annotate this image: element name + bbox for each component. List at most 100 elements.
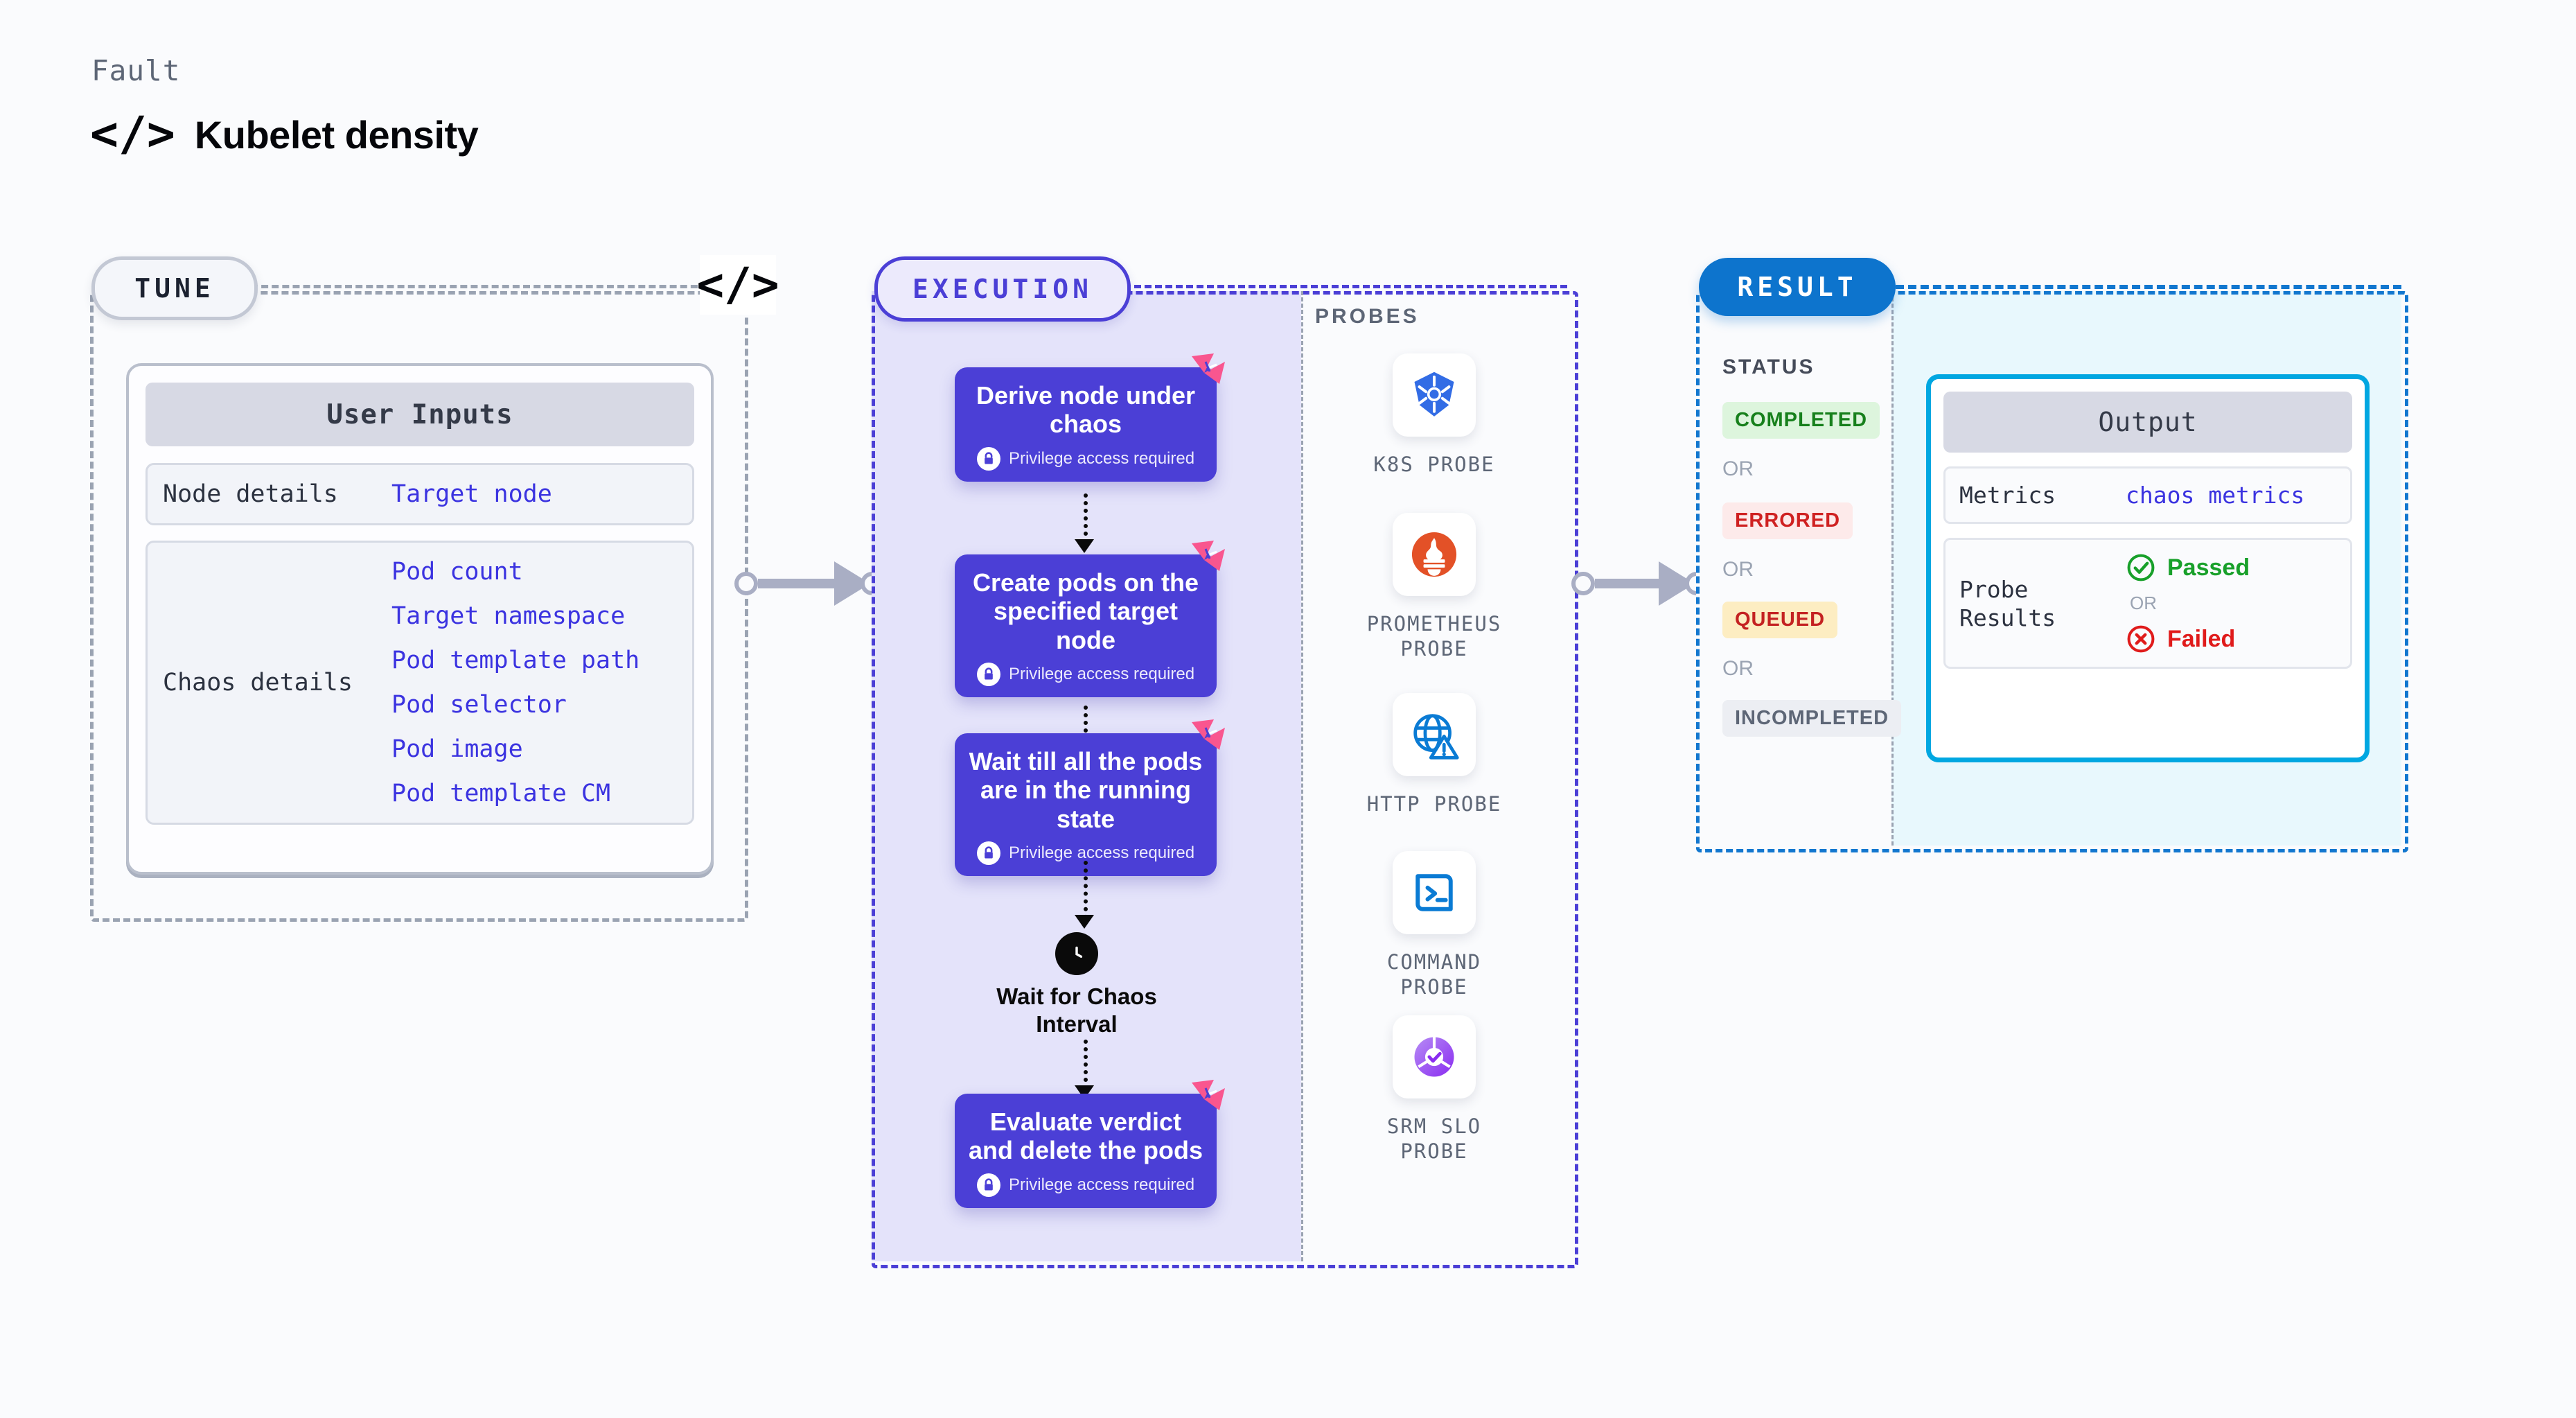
- status-badge-queued: QUEUED: [1722, 602, 1838, 638]
- lock-icon: [976, 841, 1000, 866]
- fault-eyebrow-label: Fault: [91, 54, 181, 87]
- probe-k8s[interactable]: K8S PROBE: [1355, 353, 1514, 477]
- privilege-note: Privilege access required: [966, 446, 1206, 471]
- result-pill-badge[interactable]: RESULT: [1699, 258, 1896, 316]
- node-details-values: Target node: [391, 480, 552, 508]
- probe-label: K8S PROBE: [1373, 453, 1495, 476]
- terminal-icon: [1393, 851, 1476, 934]
- harness-badge-icon: [1192, 1080, 1225, 1110]
- output-header: Output: [1943, 392, 2352, 453]
- input-pod-template-cm[interactable]: Pod template CM: [391, 780, 611, 807]
- chaos-details-label: Chaos details: [163, 669, 353, 697]
- clock-icon: [1055, 932, 1098, 975]
- probe-result-or: OR: [2130, 593, 2157, 614]
- input-pod-image[interactable]: Pod image: [391, 735, 523, 763]
- probe-label: SRM SLO PROBE: [1386, 1114, 1482, 1164]
- execution-connector-line: [1124, 285, 1567, 288]
- execution-region: [872, 291, 1578, 1268]
- status-badge-incompleted: INCOMPLETED: [1722, 700, 1902, 737]
- probe-label: HTTP PROBE: [1366, 792, 1502, 816]
- privilege-text: Privilege access required: [1008, 448, 1195, 468]
- failed-label: Failed: [2167, 625, 2236, 652]
- user-inputs-title: User Inputs: [326, 399, 513, 430]
- tune-connector-line: [251, 285, 708, 288]
- probe-label: COMMAND PROBE: [1386, 950, 1482, 999]
- prometheus-icon: [1393, 513, 1476, 596]
- probe-results-values: Passed OR Failed: [2126, 552, 2250, 654]
- lock-icon: [976, 446, 1000, 471]
- probe-results-label: Probe Results: [1959, 575, 2056, 631]
- execution-node-create-pods[interactable]: Create pods on the specified target node…: [955, 541, 1225, 698]
- lock-icon: [976, 663, 1000, 687]
- probes-section-title: PROBES: [1315, 305, 1420, 328]
- http-globe-icon: [1393, 693, 1476, 776]
- x-circle-icon: [2127, 625, 2155, 653]
- privilege-note: Privilege access required: [966, 841, 1206, 866]
- kubernetes-icon: [1393, 353, 1476, 437]
- execution-pill-label: EXECUTION: [912, 274, 1093, 304]
- flow-arrow-line: [1084, 706, 1088, 755]
- input-target-namespace[interactable]: Target namespace: [391, 602, 626, 630]
- passed-label: Passed: [2167, 554, 2250, 581]
- node-details-row: Node details Target node: [145, 463, 694, 525]
- result-divider: [1891, 291, 1894, 846]
- status-or-2: OR: [1722, 558, 1754, 581]
- status-badge-completed: COMPLETED: [1722, 402, 1880, 439]
- tune-pill-label: TUNE: [134, 273, 215, 304]
- output-card: Output Metrics chaos metrics Probe Resul…: [1926, 374, 2370, 762]
- connector-bar: [758, 579, 834, 588]
- srm-slo-icon: [1393, 1015, 1476, 1098]
- status-section-title: STATUS: [1722, 356, 1815, 378]
- probe-result-failed: Failed: [2126, 624, 2250, 654]
- probe-srm-slo[interactable]: SRM SLO PROBE: [1355, 1015, 1514, 1164]
- execution-node-wait-running[interactable]: Wait till all the pods are in the runnin…: [955, 719, 1225, 877]
- flow-arrow-head: [1075, 915, 1094, 929]
- harness-badge-icon: [1192, 719, 1225, 750]
- probe-result-passed: Passed: [2126, 552, 2250, 583]
- tune-region: [90, 291, 748, 922]
- execution-node-evaluate-verdict[interactable]: Evaluate verdict and delete the pods Pri…: [955, 1080, 1225, 1208]
- execution-node-title: Derive node under chaos: [976, 381, 1196, 439]
- probe-command[interactable]: COMMAND PROBE: [1355, 851, 1514, 1000]
- probes-divider: [1301, 291, 1303, 1261]
- chaos-details-values: Pod count Target namespace Pod template …: [391, 558, 639, 807]
- result-pill-label: RESULT: [1737, 272, 1858, 302]
- privilege-text: Privilege access required: [1008, 1175, 1195, 1194]
- output-title: Output: [2098, 407, 2198, 437]
- page-title-row: </> Kubelet density: [90, 107, 479, 161]
- input-pod-count[interactable]: Pod count: [391, 558, 523, 586]
- lock-icon: [976, 1173, 1000, 1197]
- page-title: Kubelet density: [194, 112, 479, 157]
- probe-http[interactable]: HTTP PROBE: [1355, 693, 1514, 816]
- execution-node-title: Evaluate verdict and delete the pods: [968, 1108, 1203, 1165]
- input-pod-selector[interactable]: Pod selector: [391, 691, 567, 719]
- connector-execution-to-result: [1571, 561, 1709, 606]
- node-details-label: Node details: [163, 480, 338, 508]
- privilege-note: Privilege access required: [966, 1173, 1206, 1197]
- probe-results-row: Probe Results Passed OR Failed: [1943, 538, 2352, 669]
- probe-prometheus[interactable]: PROMETHEUS PROBE: [1355, 513, 1514, 662]
- result-status-column: [1696, 291, 1891, 846]
- code-brackets-icon: </>: [90, 107, 175, 161]
- status-or-1: OR: [1722, 457, 1754, 480]
- execution-node-title: Wait till all the pods are in the runnin…: [969, 747, 1203, 833]
- status-or-3: OR: [1722, 657, 1754, 680]
- tune-pill-badge[interactable]: TUNE: [91, 256, 258, 320]
- execution-node-title: Create pods on the specified target node: [972, 568, 1199, 654]
- connector-tune-to-execution: [734, 561, 884, 606]
- flow-arrow-line: [1084, 861, 1088, 919]
- input-target-node[interactable]: Target node: [391, 480, 552, 508]
- check-circle-icon: [2127, 554, 2155, 581]
- status-badge-errored: ERRORED: [1722, 502, 1853, 539]
- connector-bar: [1595, 579, 1659, 588]
- execution-pill-badge[interactable]: EXECUTION: [874, 256, 1131, 322]
- execution-node-derive-node[interactable]: Derive node under chaos Privilege access…: [955, 353, 1225, 482]
- metrics-value[interactable]: chaos metrics: [2126, 482, 2305, 509]
- input-pod-template-path[interactable]: Pod template path: [391, 647, 640, 674]
- user-inputs-card: User Inputs Node details Target node Cha…: [126, 363, 714, 875]
- flow-arrow-line: [1084, 493, 1088, 543]
- chaos-details-row: Chaos details Pod count Target namespace…: [145, 541, 694, 825]
- flow-arrow-line: [1084, 1040, 1088, 1089]
- user-inputs-header: User Inputs: [145, 383, 694, 446]
- code-brackets-glyph: </>: [696, 258, 779, 311]
